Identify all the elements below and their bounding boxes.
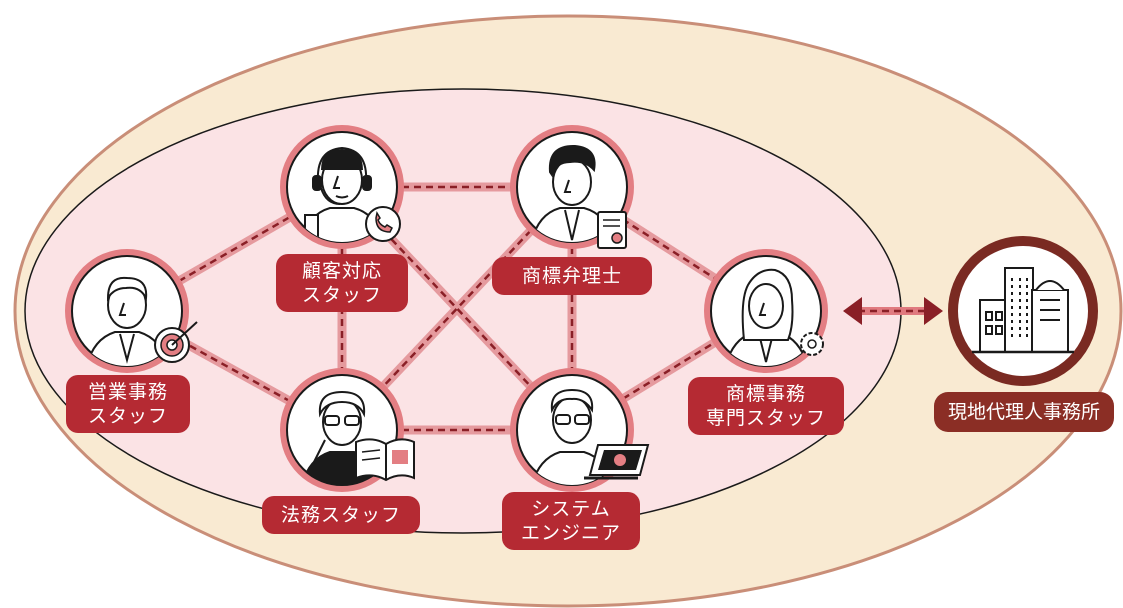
specialist-person-icon bbox=[722, 268, 811, 366]
legal-node bbox=[280, 368, 415, 492]
trademark-specialist-node bbox=[704, 249, 828, 373]
local-agent-label: 現地代理人事務所 bbox=[934, 392, 1114, 432]
laptop-icon bbox=[584, 444, 650, 480]
bidirectional-arrow-icon bbox=[843, 297, 943, 325]
customer-support-node bbox=[280, 125, 404, 249]
building-icon bbox=[972, 267, 1074, 354]
phone-icon bbox=[365, 206, 401, 242]
book-icon bbox=[355, 438, 415, 482]
sales-label: 営業事務 スタッフ bbox=[66, 375, 190, 433]
certificate-icon bbox=[597, 211, 627, 249]
system-engineer-node bbox=[510, 368, 650, 492]
system-engineer-label: システム エンジニア bbox=[502, 492, 640, 550]
trademark-specialist-label: 商標事務 専門スタッフ bbox=[688, 377, 844, 435]
trademark-attorney-node bbox=[510, 125, 634, 249]
customer-support-label: 顧客対応 スタッフ bbox=[276, 254, 408, 312]
trademark-attorney-label: 商標弁理士 bbox=[492, 257, 652, 295]
legal-label: 法務スタッフ bbox=[262, 496, 420, 534]
local-agent-node bbox=[948, 236, 1098, 386]
sales-node bbox=[65, 249, 198, 373]
